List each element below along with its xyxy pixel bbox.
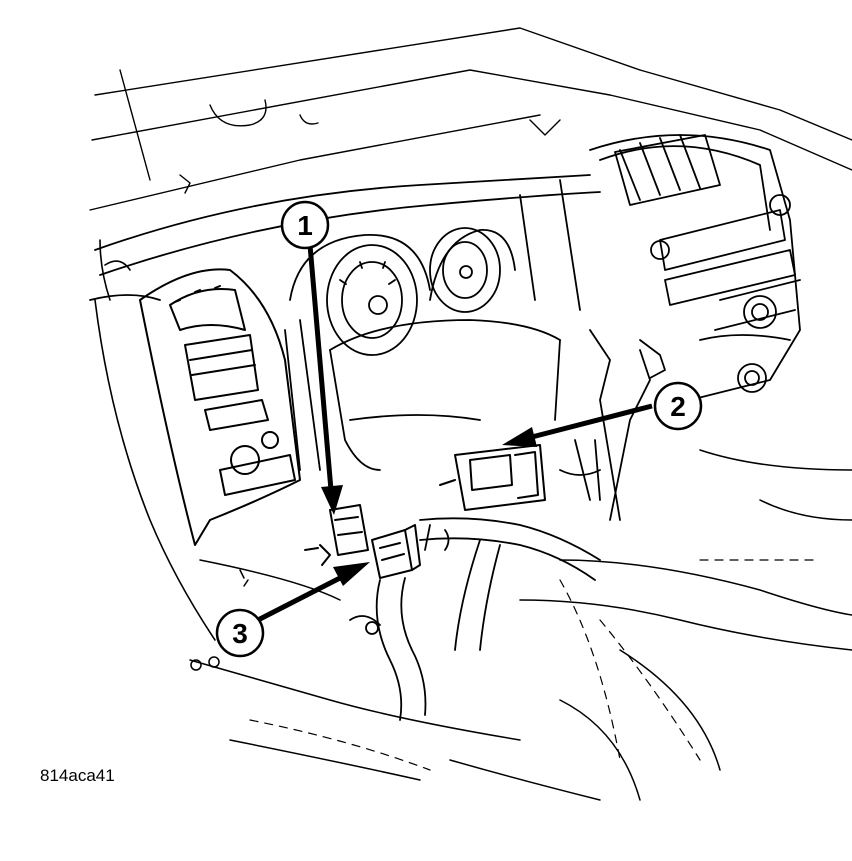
connector-1-part	[304, 504, 369, 566]
wiring-harness	[349, 517, 601, 721]
left-bezel	[139, 268, 301, 546]
callout-2-arrowhead	[502, 427, 537, 447]
left-pillar	[94, 239, 216, 641]
connector-3-part	[371, 524, 421, 579]
instrument-cluster	[289, 227, 516, 356]
callout-2: 2	[502, 381, 703, 447]
callout-2-leader	[527, 403, 653, 441]
callout-2-number: 2	[670, 391, 686, 422]
interior-illustration	[89, 27, 852, 801]
callout-3-leader	[256, 575, 342, 623]
steering-column	[284, 319, 561, 471]
callout-1-number: 1	[297, 210, 313, 241]
callout-3: 3	[215, 562, 370, 658]
figure-reference-code: 814aca41	[40, 766, 115, 785]
support-bracket	[559, 329, 666, 521]
center-stack	[589, 134, 801, 401]
callout-3-number: 3	[232, 618, 248, 649]
connector-2-part	[439, 444, 546, 511]
callout-2-circle	[653, 381, 703, 431]
callout-3-arrowhead	[333, 562, 370, 586]
hidden-lines	[249, 559, 821, 771]
callout-1-arrowhead	[321, 485, 343, 515]
callout-1-circle	[280, 200, 330, 250]
callout-1-leader	[307, 244, 334, 491]
dashboard-top	[89, 174, 601, 311]
windshield-lines	[89, 27, 852, 211]
callout-1: 1	[280, 200, 343, 515]
floor-tunnel	[189, 449, 852, 801]
callout-3-circle	[215, 608, 265, 658]
